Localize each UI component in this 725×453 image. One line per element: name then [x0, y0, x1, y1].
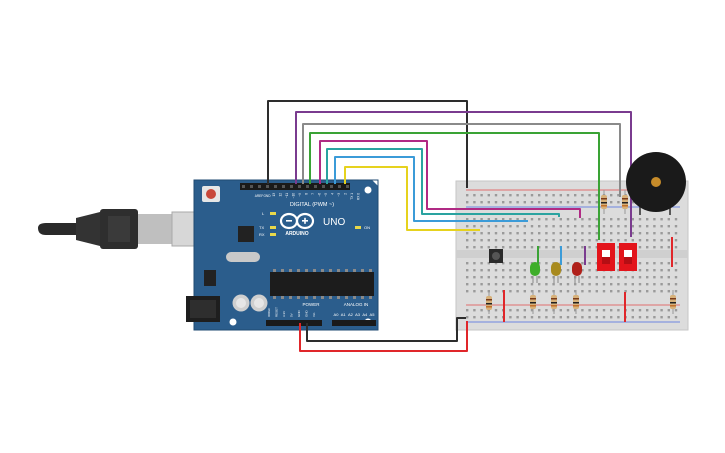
- power-pin-label: RESET: [275, 307, 279, 317]
- resistors: [486, 190, 676, 314]
- digital-pin-label: 13: [272, 193, 276, 197]
- power-header-label: POWER: [302, 302, 320, 307]
- analog-pin-label: A1: [341, 312, 347, 317]
- digital-pin-label: 4: [331, 193, 335, 195]
- led-rx-label: RX: [259, 232, 265, 237]
- digital-pin-label: ~11: [285, 193, 289, 198]
- aref-label: AREF: [255, 194, 264, 198]
- digital-pin-label: ~3: [337, 193, 341, 197]
- wire-black-top: [267, 100, 468, 188]
- digital-pin-label: 2: [344, 193, 348, 195]
- led-red[interactable]: [572, 262, 582, 283]
- digital-pin-label: ~10: [292, 193, 296, 199]
- brand-label: ARDUINO: [285, 231, 308, 237]
- power-pin-label: GND: [297, 310, 301, 318]
- wire-black-bottom: [306, 317, 466, 342]
- microcontroller-chip: [270, 272, 374, 296]
- wire-green: [309, 132, 600, 240]
- digital-header: [240, 183, 350, 190]
- gnd-label: GND: [263, 194, 271, 198]
- resistor[interactable]: [670, 290, 676, 314]
- wire-red-bottom: [299, 321, 468, 352]
- resistor[interactable]: [622, 190, 628, 214]
- usb-cable[interactable]: [38, 209, 197, 249]
- pushbutton[interactable]: [489, 249, 503, 263]
- digital-header-label: DIGITAL (PWM ~): [290, 202, 334, 208]
- resistor[interactable]: [601, 190, 607, 214]
- power-pin-label: IOREF: [267, 308, 271, 317]
- power-pin-label: 3.3V: [282, 311, 286, 317]
- analog-pin-label: A4: [362, 312, 368, 317]
- power-pin-label: GND: [305, 310, 309, 318]
- wire-magenta: [319, 140, 581, 218]
- digital-pin-label: 8: [305, 193, 309, 195]
- wire-teal: [326, 148, 560, 217]
- led-green[interactable]: [530, 262, 540, 283]
- power-pin-label: 5V: [290, 313, 294, 317]
- analog-header: [332, 320, 376, 326]
- analog-header-label: ANALOG IN: [344, 302, 369, 307]
- digital-pin-label: ~9: [298, 193, 302, 197]
- analog-pin-label: A3: [355, 312, 361, 317]
- power-pin-label: Vin: [312, 312, 316, 317]
- led-l-label: L: [262, 211, 265, 216]
- digital-pin-label: TX 1: [350, 193, 354, 200]
- digital-pin-label: RX 0: [357, 193, 361, 200]
- resistor[interactable]: [486, 292, 492, 314]
- led-yellow[interactable]: [551, 262, 561, 283]
- power-header: [266, 320, 322, 326]
- wire-gray: [302, 123, 621, 197]
- dip-switch-1[interactable]: [597, 243, 615, 271]
- digital-pin-label: ~6: [318, 193, 322, 197]
- dip-switch-2[interactable]: [619, 243, 637, 271]
- analog-pin-label: A2: [348, 312, 354, 317]
- wire-yellow: [344, 166, 480, 231]
- wire-blue: [334, 156, 528, 222]
- led-tx-label: TX: [259, 225, 264, 230]
- model-label: UNO: [323, 217, 345, 228]
- resistor[interactable]: [573, 290, 579, 314]
- digital-pin-label: ~5: [324, 193, 328, 197]
- digital-pin-label: 7: [311, 193, 315, 195]
- digital-pin-label: 12: [279, 193, 283, 197]
- resistor[interactable]: [551, 290, 557, 314]
- piezo-buzzer[interactable]: [626, 152, 686, 215]
- resistor[interactable]: [530, 290, 536, 314]
- analog-pin-label: A5: [370, 312, 376, 317]
- on-label: ON: [364, 225, 370, 230]
- analog-pin-label: A0: [334, 312, 340, 317]
- arduino-logo-icon: [279, 212, 315, 230]
